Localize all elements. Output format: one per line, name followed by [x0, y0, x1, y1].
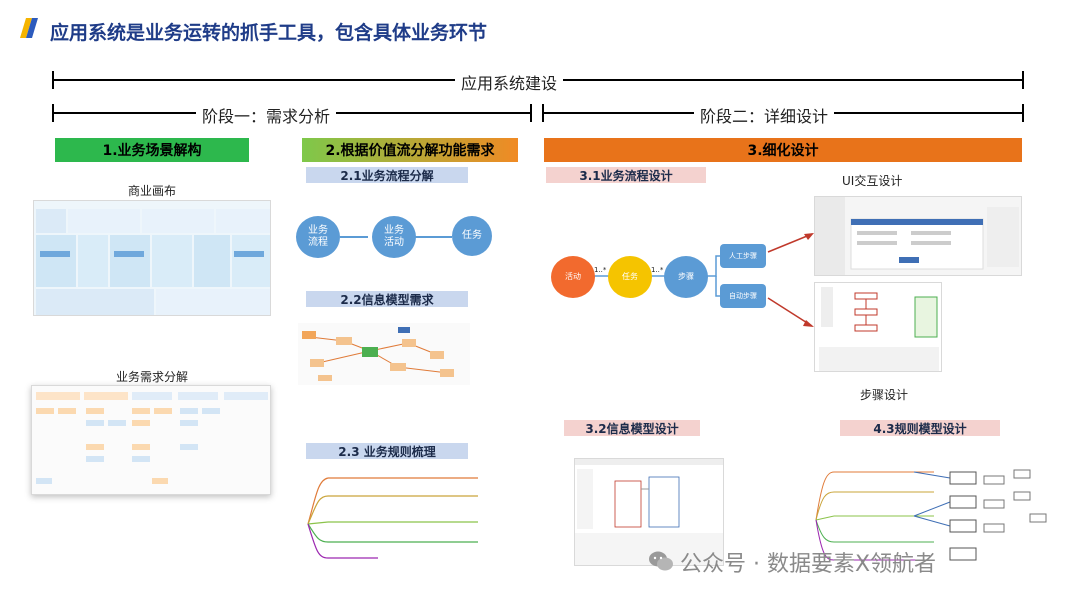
requirement-decompose-thumbnail: [31, 385, 271, 495]
edge-label: 1..*: [651, 266, 664, 274]
sub-header-2-1: 2.1业务流程分解: [306, 167, 468, 183]
flow-node-task: 任务: [452, 216, 492, 256]
step-design-thumbnail: [814, 282, 942, 372]
section-1-header: 1.业务场景解构: [55, 138, 249, 162]
timeline-tick: [1022, 104, 1024, 122]
manual-step-node: 人工步骤: [720, 244, 766, 268]
info-model-design-thumbnail: [574, 458, 724, 566]
flow-node-task: 任务: [608, 256, 652, 298]
business-canvas-thumbnail: [33, 200, 271, 316]
sub-header-2-2: 2.2信息模型需求: [306, 291, 468, 307]
flow-arrows-2-1: [340, 236, 452, 238]
sub-header-3-2: 3.2信息模型设计: [564, 420, 700, 436]
watermark: 公众号 · 数据要素X领航者: [680, 552, 937, 577]
flow-node-activity: 活动: [551, 256, 595, 298]
timeline-tick: [1022, 71, 1024, 89]
timeline-phase1-label: 阶段一：需求分析: [196, 103, 337, 127]
rule-model-design-thumbnail: [804, 462, 1050, 566]
info-model-thumbnail: [298, 323, 470, 385]
timeline-tick: [530, 104, 532, 122]
section-2-header: 2.根据价值流分解功能需求: [302, 138, 518, 162]
title-accent-icon: [20, 18, 38, 38]
ui-caption: UI交互设计: [842, 174, 903, 188]
timeline-overall-label: 应用系统建设: [455, 70, 564, 94]
ui-design-thumbnail: [814, 196, 1022, 276]
business-rules-thumbnail: [298, 466, 484, 562]
section-3-header: 3.细化设计: [544, 138, 1022, 162]
page-title: 应用系统是业务运转的抓手工具，包含具体业务环节: [50, 22, 488, 44]
edge-label: 1..*: [594, 266, 607, 274]
sub-header-3-1: 3.1业务流程设计: [546, 167, 706, 183]
wechat-icon: [649, 551, 673, 571]
decompose-caption: 业务需求分解: [116, 370, 189, 384]
flow-node-business-activity: 业务活动: [372, 216, 416, 258]
auto-step-node: 自动步骤: [720, 284, 766, 308]
flow-node-business-process: 业务流程: [296, 216, 340, 258]
sub-header-4-3: 4.3规则模型设计: [840, 420, 1000, 436]
steps-caption: 步骤设计: [860, 388, 909, 402]
timeline-phase2-label: 阶段二：详细设计: [694, 103, 835, 127]
flow-node-step: 步骤: [664, 256, 708, 298]
canvas-caption: 商业画布: [128, 184, 177, 198]
sub-header-2-3: 2.3 业务规则梳理: [306, 443, 468, 459]
